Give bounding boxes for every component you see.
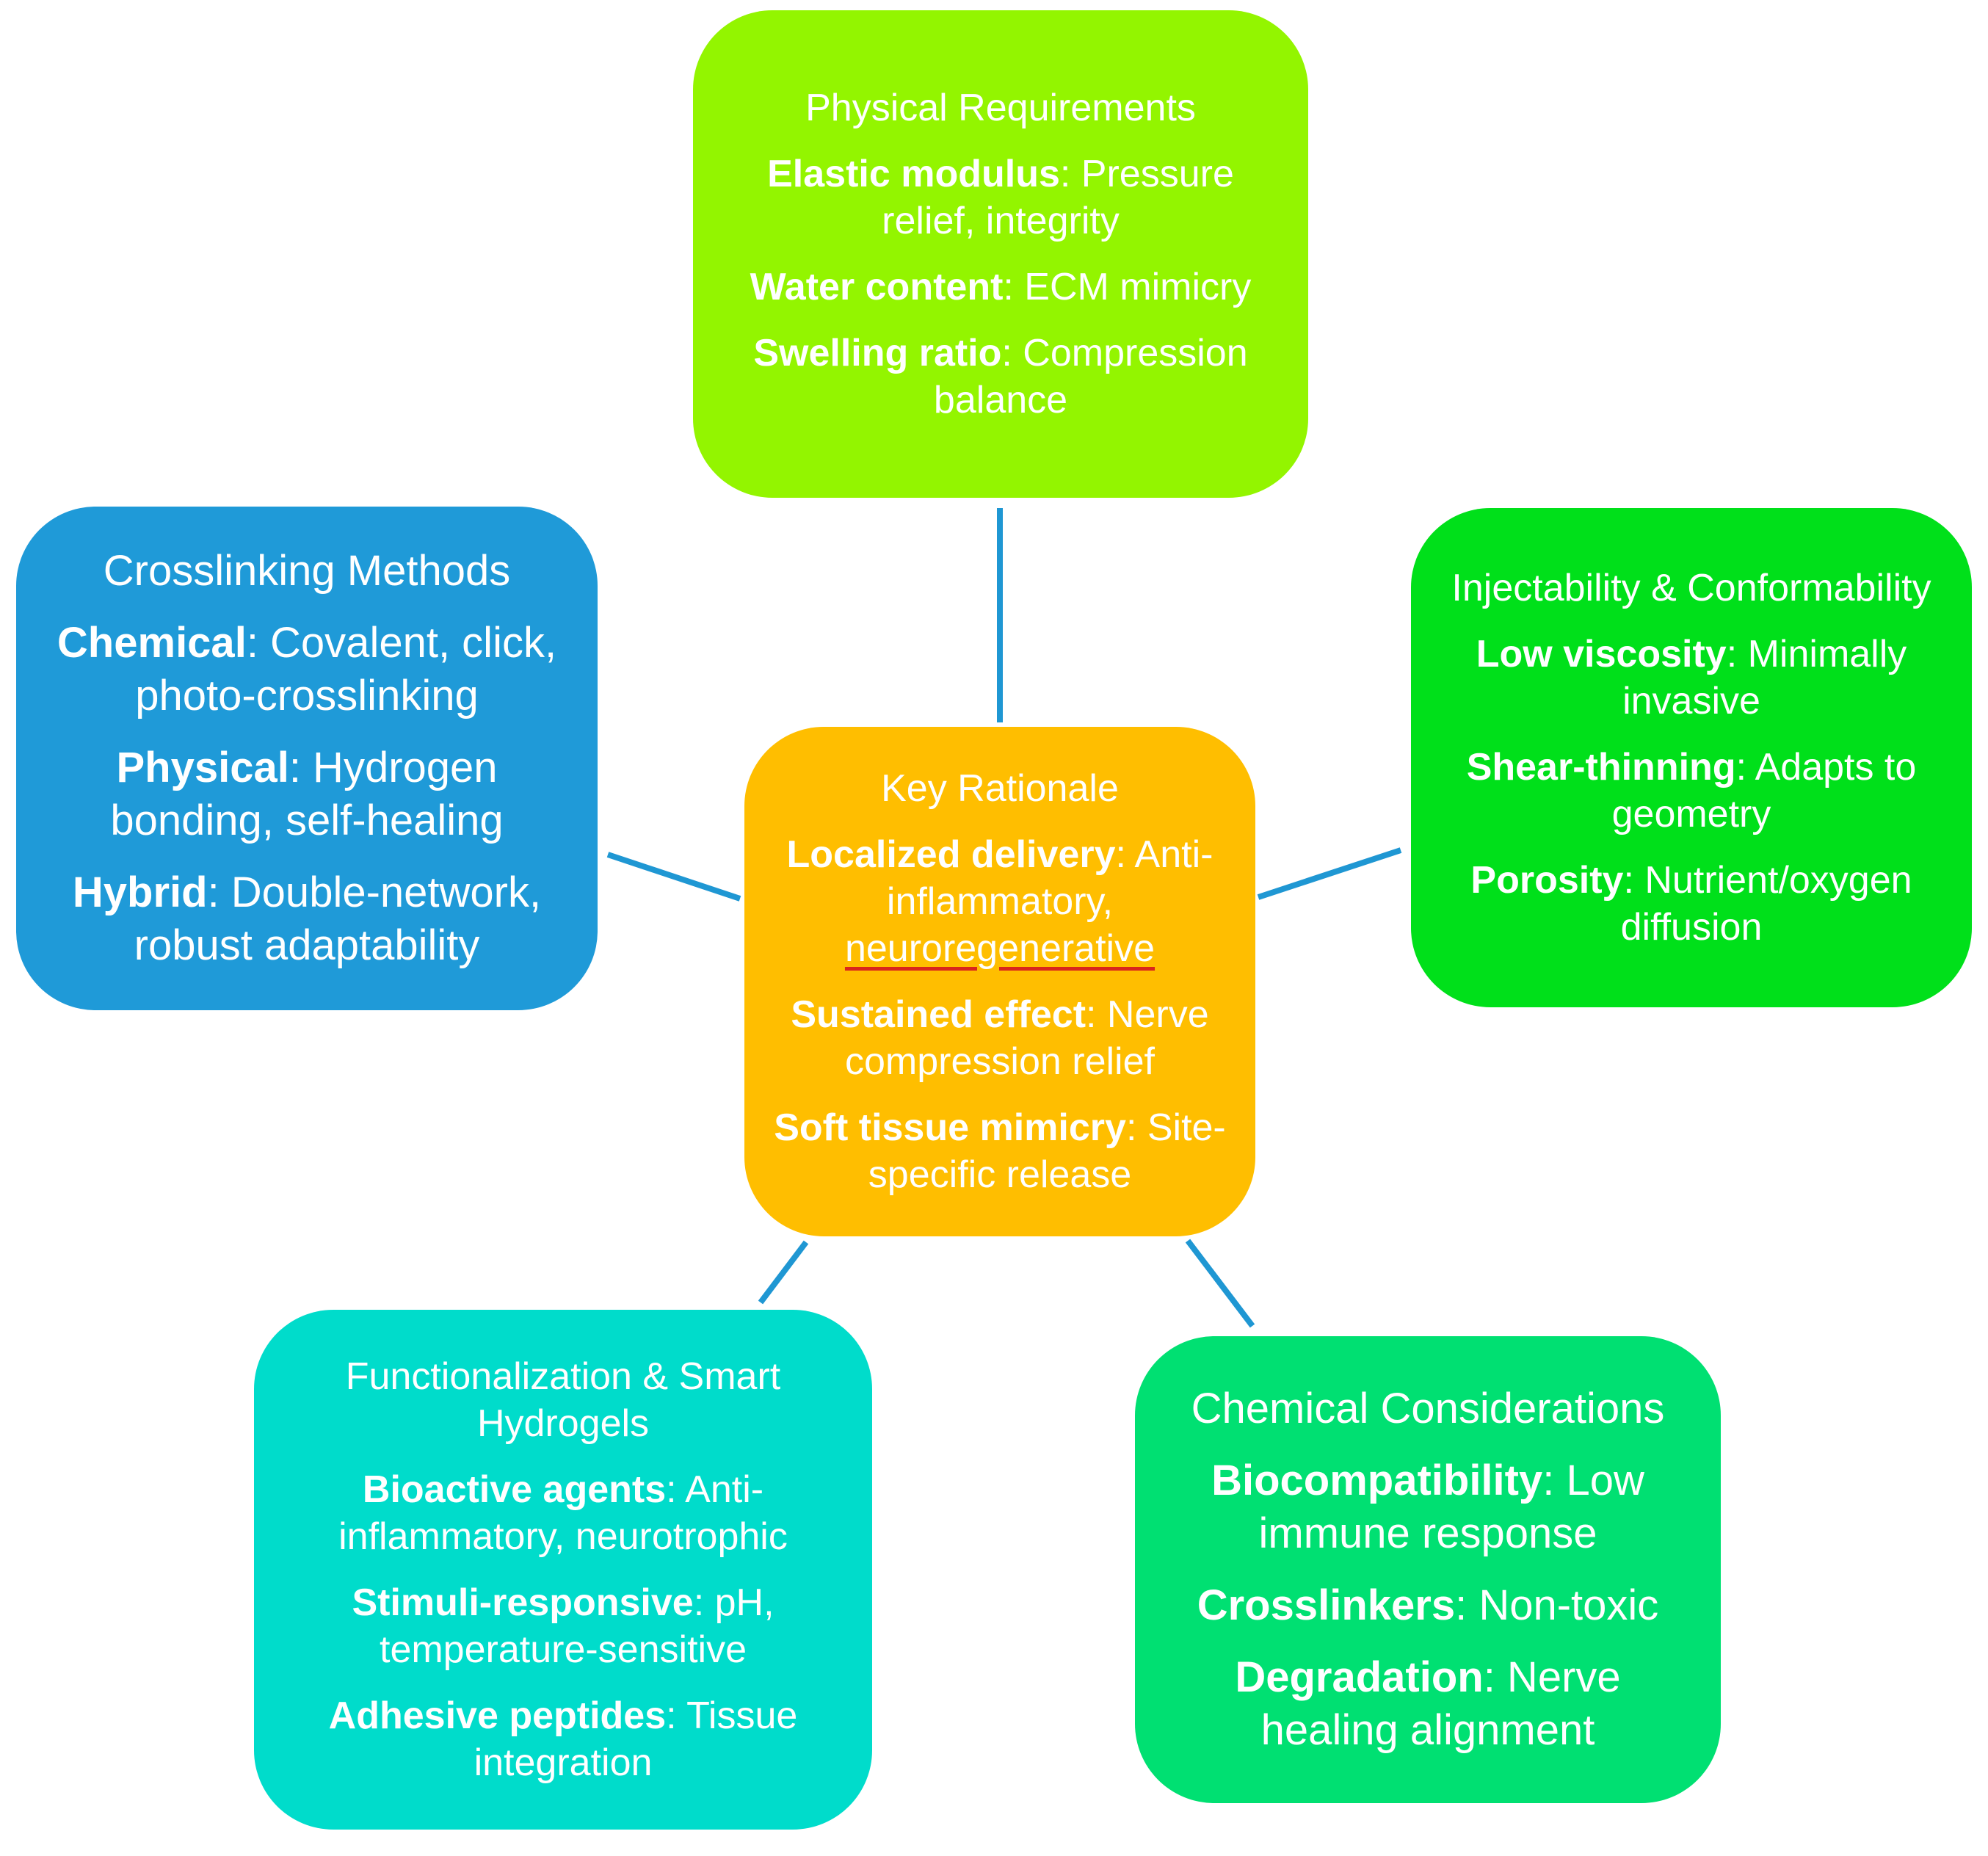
- entry-term: Low viscosity: [1476, 633, 1727, 675]
- node-functionalization-smart-hydrogels: Functionalization & Smart Hydrogels Bioa…: [254, 1310, 872, 1830]
- entry-desc: : Site-specific release: [868, 1106, 1226, 1196]
- entry-physical: Physical: Hydrogen bonding, self-healing: [46, 742, 568, 847]
- entry-elastic-modulus: Elastic modulus: Pressure relief, integr…: [722, 151, 1279, 244]
- entry-term: Swelling ratio: [753, 332, 1002, 374]
- entry-desc: : Nerve healing alignment: [1260, 1653, 1621, 1754]
- entry-desc: : Anti-inflammatory,: [886, 833, 1214, 923]
- entry-stimuli-responsive: Stimuli-responsive: pH, temperature-sens…: [283, 1579, 843, 1673]
- entry-adhesive-peptides: Adhesive peptides: Tissue integration: [283, 1692, 843, 1786]
- entry-desc: : Hydrogen bonding, self-healing: [110, 744, 504, 844]
- entry-desc: : Low immune response: [1258, 1457, 1644, 1557]
- entry-desc: : Adapts to geometry: [1611, 746, 1917, 835]
- connector-key-chemical: [1185, 1239, 1255, 1328]
- entry-chemical: Chemical: Covalent, click, photo-crossli…: [46, 617, 568, 722]
- entry-desc: : Minimally invasive: [1622, 633, 1907, 722]
- entry-desc: : Tissue integration: [474, 1694, 798, 1784]
- entry-degradation: Degradation: Nerve healing alignment: [1164, 1651, 1691, 1757]
- entry-hybrid: Hybrid: Double-network, robust adaptabil…: [46, 866, 568, 972]
- entry-desc: : Non-toxic: [1455, 1581, 1659, 1629]
- node-physical-requirements: Physical Requirements Elastic modulus: P…: [693, 10, 1308, 498]
- entry-desc: : Anti-inflammatory, neurotrophic: [338, 1468, 788, 1558]
- node-title: Physical Requirements: [805, 87, 1196, 129]
- entry-desc: : Double-network, robust adaptability: [134, 869, 542, 969]
- entry-term: Adhesive peptides: [328, 1694, 667, 1737]
- connector-key-function: [758, 1240, 809, 1305]
- entry-bioactive-agents: Bioactive agents: Anti-inflammatory, neu…: [283, 1466, 843, 1560]
- entry-term: Hybrid: [72, 869, 208, 916]
- entry-term: Chemical: [57, 619, 247, 667]
- entry-sustained-effect: Sustained effect: Nerve compression reli…: [774, 991, 1226, 1085]
- entry-term: Bioactive agents: [362, 1468, 667, 1511]
- entry-term: Localized delivery: [786, 833, 1116, 876]
- entry-desc: : Nerve compression relief: [845, 993, 1209, 1083]
- entry-desc: : ECM mimicry: [1003, 266, 1252, 308]
- spellcheck-underlined-word: neuroregenerative: [844, 927, 1156, 970]
- entry-term: Crosslinkers: [1197, 1581, 1456, 1629]
- entry-term: Water content: [750, 266, 1004, 308]
- entry-desc: : Nutrient/oxygen diffusion: [1620, 859, 1912, 949]
- entry-soft-tissue-mimicry: Soft tissue mimicry: Site-specific relea…: [774, 1104, 1226, 1198]
- entry-desc: : Compression balance: [933, 332, 1248, 421]
- entry-swelling-ratio: Swelling ratio: Compression balance: [722, 330, 1279, 424]
- entry-shear-thinning: Shear-thinning: Adapts to geometry: [1440, 744, 1942, 838]
- entry-low-viscosity: Low viscosity: Minimally invasive: [1440, 631, 1942, 725]
- node-title: Crosslinking Methods: [103, 547, 511, 595]
- entry-term: Biocompatibility: [1211, 1457, 1543, 1504]
- entry-biocompatibility: Biocompatibility: Low immune response: [1164, 1454, 1691, 1560]
- entry-term: Sustained effect: [791, 993, 1086, 1036]
- entry-term: Physical: [116, 744, 289, 791]
- entry-term: Shear-thinning: [1466, 746, 1736, 789]
- entry-term: Porosity: [1470, 859, 1624, 902]
- entry-water-content: Water content: ECM mimicry: [750, 264, 1252, 311]
- entry-term: Elastic modulus: [767, 153, 1060, 195]
- entry-crosslinkers: Crosslinkers: Non-toxic: [1197, 1579, 1659, 1632]
- connector-key-inject: [1257, 847, 1402, 900]
- entry-term: Stimuli-responsive: [352, 1581, 694, 1624]
- entry-term: Degradation: [1235, 1653, 1484, 1701]
- entry-localized-delivery: Localized delivery: Anti-inflammatory, n…: [774, 831, 1226, 972]
- node-chemical-considerations: Chemical Considerations Biocompatibility…: [1135, 1336, 1721, 1803]
- node-title: Chemical Considerations: [1191, 1385, 1665, 1432]
- entry-term: Soft tissue mimicry: [774, 1106, 1126, 1149]
- connector-key-crosslink: [606, 852, 741, 902]
- entry-desc: : Covalent, click, photo-crosslinking: [135, 619, 557, 719]
- entry-desc: : pH, temperature-sensitive: [380, 1581, 774, 1671]
- node-crosslinking-methods: Crosslinking Methods Chemical: Covalent,…: [16, 507, 598, 1010]
- node-injectability-conformability: Injectability & Conformability Low visco…: [1411, 508, 1972, 1007]
- node-title: Functionalization & Smart Hydrogels: [345, 1355, 781, 1445]
- node-title: Key Rationale: [881, 767, 1119, 810]
- entry-desc: : Pressure relief, integrity: [882, 153, 1234, 242]
- node-title: Injectability & Conformability: [1451, 567, 1931, 609]
- entry-porosity: Porosity: Nutrient/oxygen diffusion: [1440, 857, 1942, 951]
- node-key-rationale: Key Rationale Localized delivery: Anti-i…: [744, 727, 1255, 1236]
